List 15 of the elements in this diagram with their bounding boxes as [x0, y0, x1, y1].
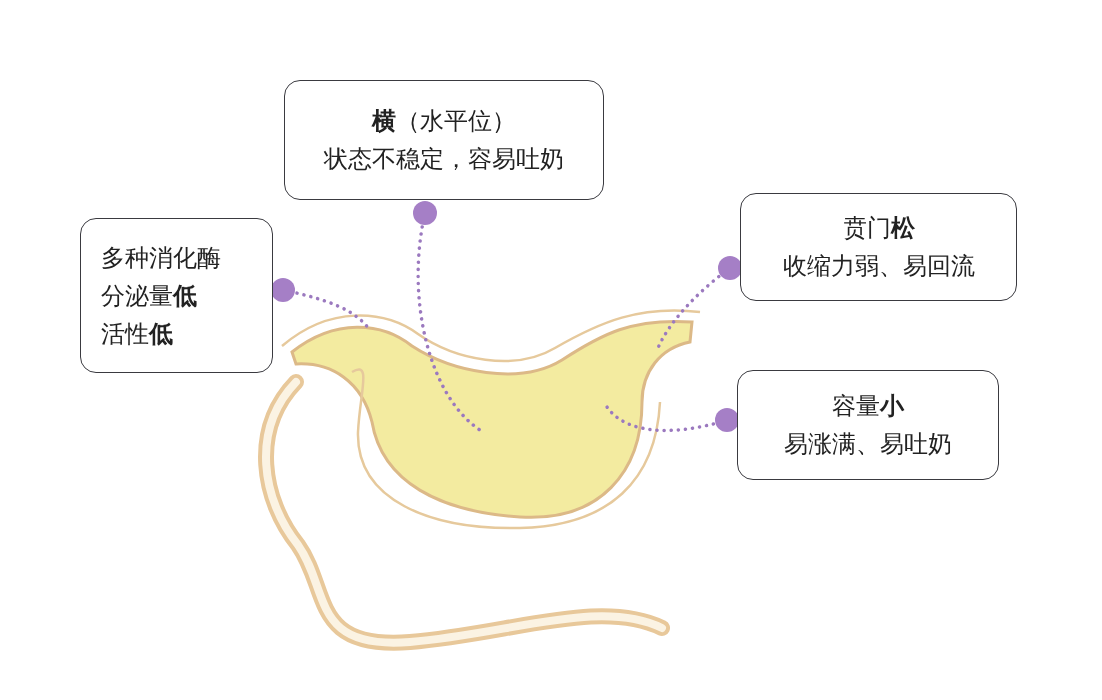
leader-line	[656, 256, 742, 350]
callout-text: 容量小	[832, 391, 904, 422]
callout-box	[80, 218, 273, 373]
callout-text: 易涨满、易吐奶	[784, 429, 952, 460]
callout-text: 多种消化酶	[101, 242, 221, 274]
callout-text: 状态不稳定，容易吐奶	[324, 144, 564, 175]
callout-box	[737, 370, 999, 480]
callout-box	[740, 193, 1017, 301]
callout-text: 横（水平位）	[372, 106, 516, 137]
callout-text: 贲门松	[842, 213, 915, 244]
callout-text: 收缩力弱、易回流	[782, 251, 975, 282]
callout-text: 活性低	[101, 318, 173, 350]
callout-text: 分泌量低	[101, 280, 197, 312]
callout-box	[284, 80, 604, 200]
leader-line	[605, 405, 739, 433]
